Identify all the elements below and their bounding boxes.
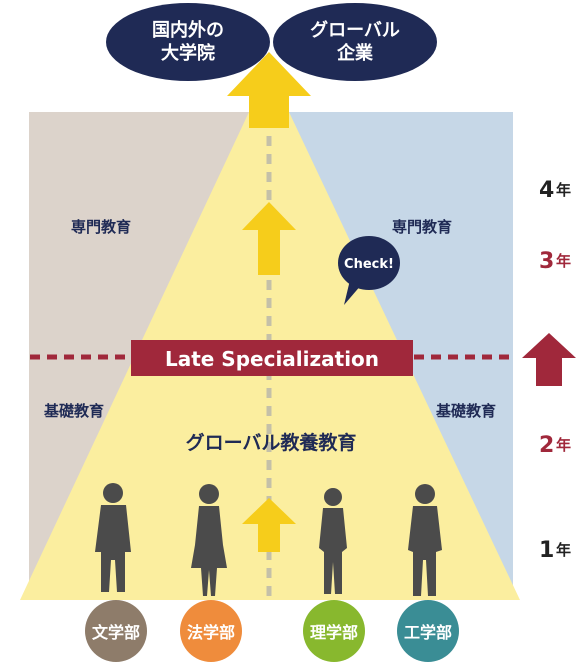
faculty-science-label: 理学部 [310,623,358,642]
faculty-science-circle [303,600,365,662]
faculty-engineering-circle [397,600,459,662]
faculty-science[interactable]: 理学部 [303,600,365,662]
year-2-unit: 年 [556,436,571,454]
check-label: Check! [344,257,394,272]
lower-arrow-icon [242,498,296,552]
basic-right-label: 基礎教育 [435,402,496,420]
late-specialization-label: Late Specialization [165,347,379,371]
year-3-number: 3 [539,249,554,274]
year-2-number: 2 [539,433,554,458]
student-silhouette-3 [319,488,347,594]
graduate-school-line2: 大学院 [161,42,215,64]
faculty-law-label: 法学部 [187,623,235,642]
year-4-unit: 年 [556,181,571,199]
faculty-literature[interactable]: 文学部 [85,600,147,662]
year-2: 2 年 [539,433,571,458]
global-company-line1: グローバル [310,19,400,41]
faculty-literature-label: 文学部 [92,623,140,642]
year-4: 4 年 [539,178,571,203]
specialization-up-arrow-icon [522,333,576,386]
basic-left-label: 基礎教育 [43,402,104,420]
faculty-engineering[interactable]: 工学部 [397,600,459,662]
student-silhouette-1 [95,483,131,592]
faculty-law[interactable]: 法学部 [180,600,242,662]
global-company-oval [273,3,437,81]
year-1-number: 1 [539,538,554,563]
year-1-unit: 年 [556,541,571,559]
graduate-school-oval [106,3,270,81]
year-3: 3 年 [539,249,571,274]
global-company-line2: 企業 [336,42,374,64]
graduate-school-line1: 国内外の [152,19,224,41]
year-3-unit: 年 [556,252,571,270]
specialized-right-label: 専門教育 [392,218,452,236]
faculty-law-circle [180,600,242,662]
global-liberal-label: グローバル教養教育 [186,431,357,454]
faculty-engineering-label: 工学部 [404,623,452,642]
student-silhouette-4 [408,484,442,596]
check-callout: Check! [338,236,400,305]
top-arrow-icon [227,52,311,128]
specialized-left-label: 専門教育 [71,218,131,236]
year-1: 1 年 [539,538,571,563]
late-specialization-banner [131,340,413,376]
student-silhouette-2 [191,484,227,596]
year-4-number: 4 [539,178,554,203]
middle-arrow-icon [242,202,296,275]
faculty-literature-circle [85,600,147,662]
